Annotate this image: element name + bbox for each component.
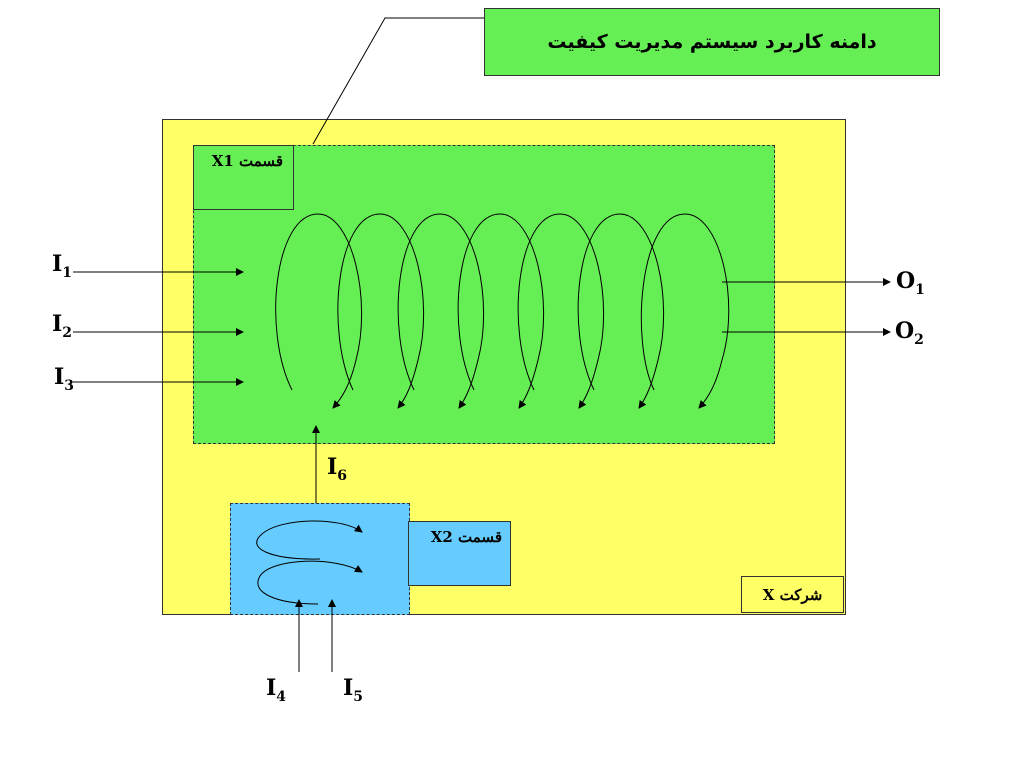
company-label: شرکت X [741,576,844,613]
output-label-o1: O1 [896,268,925,298]
section-x2-label: قسمت X2 [408,521,511,586]
section-x2-box [230,503,410,615]
input-label-i5: I5 [343,675,364,705]
title-box: دامنه کاربرد سیستم مدیریت کیفیت [484,8,940,76]
input-label-i6: I6 [327,454,348,484]
input-label-i3: I3 [54,364,75,394]
input-label-i4: I4 [266,675,287,705]
input-label-i2: I2 [52,311,73,341]
output-label-o2: O2 [895,318,924,348]
section-x1-label: قسمت X1 [193,145,294,210]
diagram-title: دامنه کاربرد سیستم مدیریت کیفیت [547,31,877,53]
input-label-i1: I1 [52,251,73,281]
